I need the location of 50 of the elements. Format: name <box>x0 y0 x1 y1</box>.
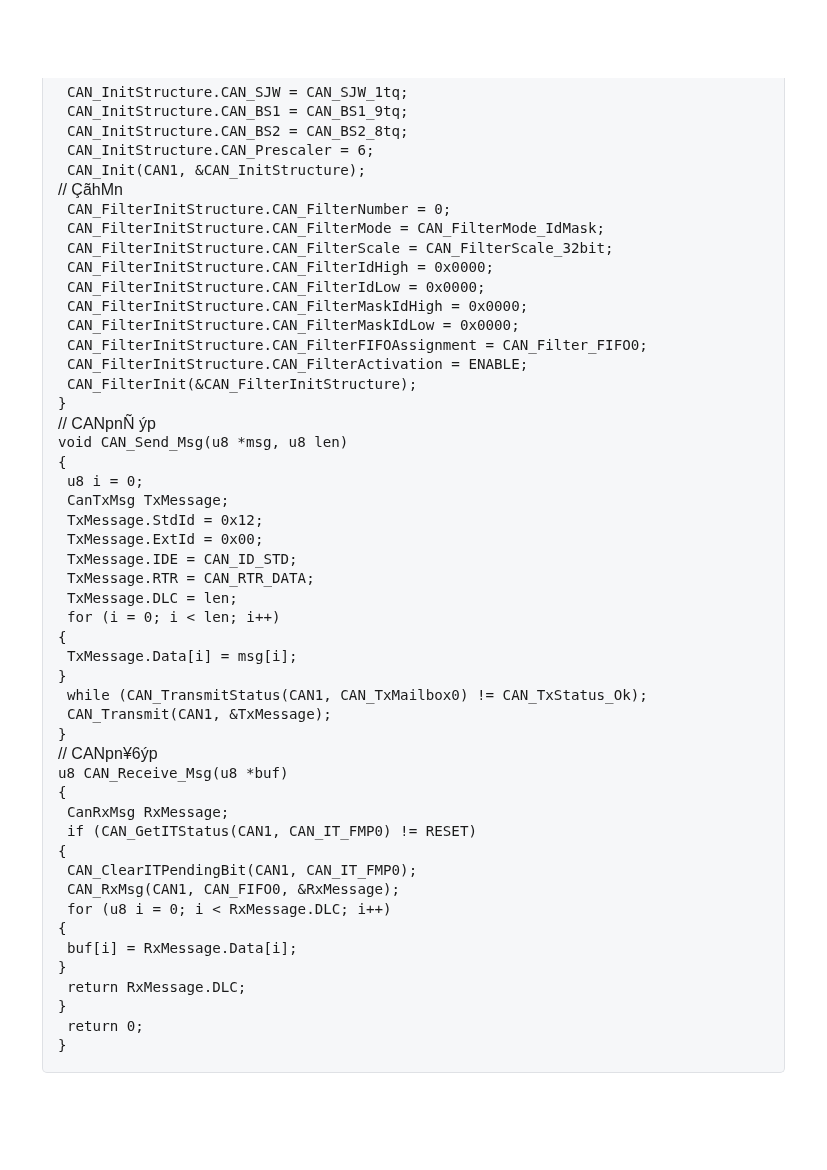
code-line: } <box>58 666 67 686</box>
code-line: TxMessage.IDE = CAN_ID_STD; <box>67 549 298 569</box>
code-line: } <box>58 1036 67 1056</box>
code-line: CAN_FilterInitStructure.CAN_FilterFIFOAssignment = CAN_Filter_FIFO0; <box>67 335 648 355</box>
code-line: } <box>58 997 67 1017</box>
code-line: CAN_FilterInitStructure.CAN_FilterScale = CAN_FilterScale_32bit; <box>67 238 614 258</box>
code-line: } <box>58 724 67 744</box>
code-line: u8 i = 0; <box>67 472 144 491</box>
code-line: return RxMessage.DLC; <box>67 977 247 997</box>
code-line: for (u8 i = 0; i < RxMessage.DLC; i++) <box>67 899 392 919</box>
code-line: CanRxMsg RxMessage; <box>67 802 230 822</box>
code-line: CanTxMsg TxMessage; <box>67 491 230 511</box>
code-line: CAN_FilterInitStructure.CAN_FilterNumber = 0; <box>67 199 452 219</box>
code-line: u8 CAN_Receive_Msg(u8 *buf) <box>58 763 289 783</box>
code-line: TxMessage.Data[i] = msg[i]; <box>67 647 298 667</box>
code-line: CAN_InitStructure.CAN_BS2 = CAN_BS2_8tq; <box>67 121 409 141</box>
code-line: CAN_InitStructure.CAN_SJW = CAN_SJW_1tq; <box>67 83 409 102</box>
code-line: TxMessage.RTR = CAN_RTR_DATA; <box>67 569 315 589</box>
code-line: CAN_InitStructure.CAN_BS1 = CAN_BS1_9tq; <box>67 102 409 122</box>
code-line: { <box>58 919 67 939</box>
code-line: CAN_Init(CAN1, &CAN_InitStructure); <box>67 160 366 180</box>
code-line: buf[i] = RxMessage.Data[i]; <box>67 938 298 958</box>
code-line: TxMessage.DLC = len; <box>67 588 238 608</box>
code-line: CAN_FilterInitStructure.CAN_FilterMaskIdLow = 0x0000; <box>67 316 520 336</box>
code-line: while (CAN_TransmitStatus(CAN1, CAN_TxMailbox0) != CAN_TxStatus_Ok); <box>67 685 648 705</box>
code-line: CAN_FilterInitStructure.CAN_FilterMaskIdHigh = 0x0000; <box>67 296 529 316</box>
code-line: CAN_InitStructure.CAN_Prescaler = 6; <box>67 141 375 161</box>
code-line: CAN_FilterInit(&CAN_FilterInitStructure); <box>67 374 418 394</box>
code-line: } <box>58 394 67 414</box>
code-line: CAN_FilterInitStructure.CAN_FilterIdHigh = 0x0000; <box>67 258 495 278</box>
code-line: CAN_FilterInitStructure.CAN_FilterActivation = ENABLE; <box>67 355 529 375</box>
code-line: { <box>58 841 67 861</box>
code-line: CAN_RxMsg(CAN1, CAN_FIFO0, &RxMessage); <box>67 880 401 900</box>
code-line: TxMessage.StdId = 0x12; <box>67 510 264 530</box>
code-line: if (CAN_GetITStatus(CAN1, CAN_IT_FMP0) != RESET) <box>67 822 477 842</box>
code-line: for (i = 0; i < len; i++) <box>67 608 281 628</box>
code-line: CAN_FilterInitStructure.CAN_FilterIdLow = 0x0000; <box>67 277 486 297</box>
code-line: { <box>58 783 67 803</box>
code-comment: // CANpn¥6ýp <box>58 744 158 764</box>
code-line: void CAN_Send_Msg(u8 *msg, u8 len) <box>58 433 349 453</box>
code-line: { <box>58 627 67 647</box>
code-comment: // ÇãhMn <box>58 180 123 200</box>
code-line: } <box>58 958 67 978</box>
code-line: return 0; <box>67 1016 144 1036</box>
code-line: CAN_Transmit(CAN1, &TxMessage); <box>67 705 332 725</box>
code-comment: // CANpnÑ ýp <box>58 413 156 433</box>
code-line: { <box>58 452 67 472</box>
code-line: CAN_FilterInitStructure.CAN_FilterMode = CAN_FilterMode_IdMask; <box>67 219 606 239</box>
code-line: CAN_ClearITPendingBit(CAN1, CAN_IT_FMP0); <box>67 861 418 880</box>
code-line: TxMessage.ExtId = 0x00; <box>67 530 264 550</box>
